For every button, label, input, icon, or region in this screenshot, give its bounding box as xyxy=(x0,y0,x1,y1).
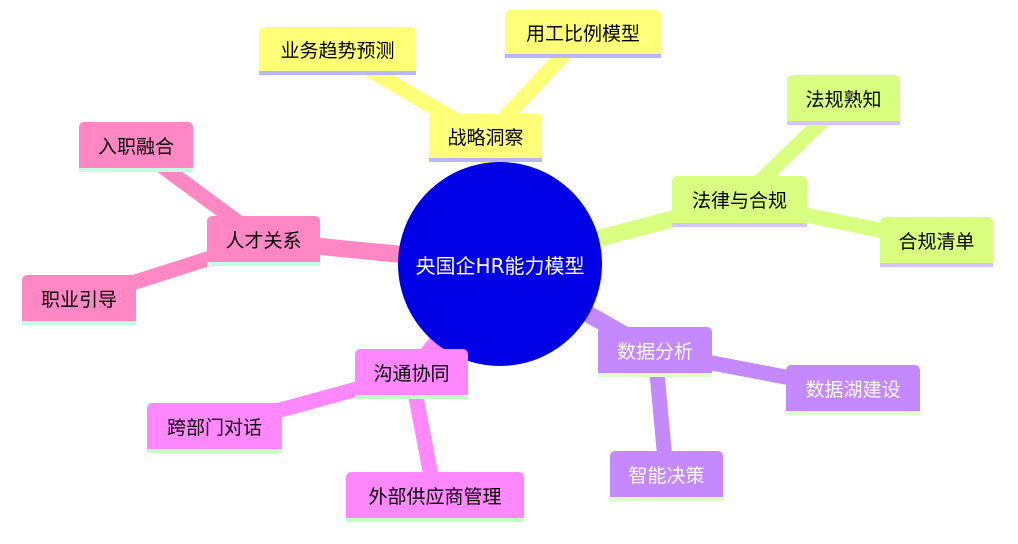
leaf-node-label: 外部供应商管理 xyxy=(368,485,502,508)
leaf-node[interactable]: 数据湖建设 xyxy=(786,365,920,415)
branch-node[interactable]: 人才关系 xyxy=(207,216,320,266)
branch-node-label: 数据分析 xyxy=(616,340,693,363)
leaf-node[interactable]: 合规清单 xyxy=(880,217,993,267)
branch-node[interactable]: 战略洞察 xyxy=(429,114,542,162)
leaf-node[interactable]: 外部供应商管理 xyxy=(346,472,524,522)
branch-node[interactable]: 沟通协同 xyxy=(355,349,468,399)
leaf-node-label: 数据湖建设 xyxy=(805,378,901,401)
leaf-node[interactable]: 入职融合 xyxy=(79,122,193,172)
leaf-node-label: 法规熟知 xyxy=(805,88,882,111)
leaf-node[interactable]: 智能决策 xyxy=(610,451,723,501)
leaf-node-label: 用工比例模型 xyxy=(525,22,640,45)
branch-node-label: 战略洞察 xyxy=(447,126,524,149)
leaf-node[interactable]: 用工比例模型 xyxy=(505,10,661,58)
leaf-node[interactable]: 职业引导 xyxy=(22,275,136,325)
leaf-node-label: 业务趋势预测 xyxy=(280,39,395,62)
leaf-node[interactable]: 业务趋势预测 xyxy=(259,27,416,75)
branch-node-label: 人才关系 xyxy=(225,229,302,252)
root-node[interactable]: 央国企HR能力模型 xyxy=(398,162,602,366)
branch-node[interactable]: 法律与合规 xyxy=(672,176,807,227)
leaf-node-label: 合规清单 xyxy=(898,230,975,253)
leaf-node-label: 智能决策 xyxy=(628,464,705,487)
branch-node-label: 法律与合规 xyxy=(691,190,787,212)
branch-node[interactable]: 数据分析 xyxy=(598,327,712,377)
leaf-node-label: 入职融合 xyxy=(97,135,174,158)
branch-node-label: 沟通协同 xyxy=(373,362,450,385)
leaf-node-label: 职业引导 xyxy=(40,288,117,311)
root-label: 央国企HR能力模型 xyxy=(415,253,585,278)
leaf-node[interactable]: 跨部门对话 xyxy=(147,403,282,453)
leaf-node[interactable]: 法规熟知 xyxy=(787,75,900,125)
leaf-node-label: 跨部门对话 xyxy=(166,416,262,439)
